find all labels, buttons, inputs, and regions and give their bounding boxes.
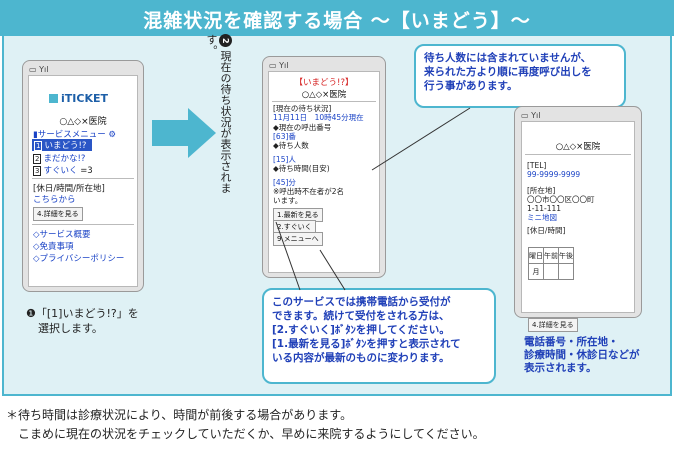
detail-button[interactable]: 4.詳細を見る xyxy=(528,318,578,332)
current-number-label: ◆現在の呼出番号 xyxy=(273,123,332,132)
numkey-2: 2 xyxy=(33,154,42,164)
tel-number[interactable]: 99-9999-9999 xyxy=(527,170,581,179)
holiday-label: [休日/時間/所在地] xyxy=(33,184,105,194)
menu-label-madakana: まだかな!? xyxy=(43,154,86,164)
callout-line: 行う事があります。 xyxy=(424,80,518,92)
phone-screen: 【いまどう!?】 ○△◇×医院 [現在の待ち状況] 11月11日 10時45分現… xyxy=(268,71,380,273)
battery-signal-icon: ▭ Yıl xyxy=(269,61,289,70)
step2-number: 2 xyxy=(219,34,232,47)
title-banner: 混雑状況を確認する場合 〜【いまどう】〜 xyxy=(0,0,674,36)
desc-line: 表示されます。 xyxy=(524,362,597,374)
iticket-logo: iTICKET xyxy=(49,92,108,105)
current-number: [63]番 xyxy=(273,132,296,141)
step2-text: 現在の待ち状況が表示されます。 xyxy=(205,34,232,194)
caption-line: 選択します。 xyxy=(38,322,103,335)
battery-signal-icon: ▭ Yıl xyxy=(521,111,541,120)
banner-title: 混雑状況を確認する場合 〜【いまどう】〜 xyxy=(143,10,531,32)
holiday-link[interactable]: こちらから xyxy=(33,195,76,205)
callout-line: [1.最新を見る]ﾎﾞﾀﾝを押すと表示されて xyxy=(272,338,461,350)
clinic-name: ○△◇×医院 xyxy=(59,117,107,127)
callout-line: [2.すぐいく]ﾎﾞﾀﾝを押してください。 xyxy=(272,324,450,336)
callout-line: このサービスでは携帯電話から受付が xyxy=(272,296,451,308)
waiting-count: [15]人 xyxy=(273,155,296,164)
link-privacy-policy[interactable]: ◇プライバシーポリシー xyxy=(33,254,125,264)
footnote-line: ＊待ち時間は診療状況により、時間が前後する場合があります。 xyxy=(6,408,353,422)
table-cell xyxy=(558,263,574,280)
callout-line: 待ち人数には含まれていませんが、 xyxy=(424,52,592,64)
leader-line xyxy=(371,107,471,171)
table-row: 月 xyxy=(528,263,574,280)
footnote: ＊待ち時間は診療状況により、時間が前後する場合があります。 こまめに現在の状況を… xyxy=(6,406,485,444)
caption-line: ❶「[1]いまどう!?」を xyxy=(26,307,139,320)
absent-note-line2: います。 xyxy=(273,196,303,205)
menu-button[interactable]: 9.メニューへ xyxy=(273,232,323,246)
logo-text: iTICKET xyxy=(61,92,108,105)
logo-mark-icon xyxy=(49,94,58,103)
callout-line: 来られた方より順に再度呼び出しを xyxy=(424,66,592,78)
step1-caption: ❶「[1]いまどう!?」を 選択します。 xyxy=(26,306,139,336)
address-line1: 〇〇市〇〇区〇〇町 xyxy=(527,195,595,204)
numkey-3: 3 xyxy=(33,166,42,176)
divider xyxy=(525,154,631,155)
menu-label-imadou: いまどう!? xyxy=(44,141,87,151)
divider xyxy=(32,178,134,179)
link-disclaimer[interactable]: ◇免責事項 xyxy=(33,242,74,252)
leader-line xyxy=(275,221,301,291)
link-service-overview[interactable]: ◇サービス概要 xyxy=(33,230,91,240)
callout-line: できます。続けて受付をされる方は、 xyxy=(272,310,450,322)
service-menu-link[interactable]: ▮サービスメニュー ⚙ xyxy=(33,130,117,140)
table-row: 曜日 午前 午後 xyxy=(528,247,574,264)
service-menu-label: サービスメニュー xyxy=(37,130,106,140)
tel-label: [TEL] xyxy=(527,161,547,170)
menu-label-suguiku: すぐいく xyxy=(43,166,78,176)
step2-caption: 2 現在の待ち状況が表示されます。 xyxy=(198,34,232,204)
address-label: [所在地] xyxy=(527,186,556,195)
leader-line xyxy=(319,249,346,291)
detail-button[interactable]: 4.詳細を見る xyxy=(33,207,83,221)
wait-time: [45]分 xyxy=(273,178,296,187)
hours-table: 曜日 午前 午後 月 xyxy=(528,247,574,280)
callout-absent-note: 待ち人数には含まれていませんが、 来られた方より順に再度呼び出しを 行う事があり… xyxy=(414,44,626,108)
mini-map-link[interactable]: ミニ地図 xyxy=(527,213,557,222)
desc-line: 電話番号・所在地・ xyxy=(524,336,619,348)
emoji-icon: =3 xyxy=(80,166,93,176)
waiting-label: ◆待ち人数 xyxy=(273,141,309,150)
status-time: 11月11日 10時45分現在 xyxy=(273,113,364,122)
callout-line: いる内容が最新のものに変わります。 xyxy=(272,352,450,364)
callout-buttons-note: このサービスでは携帯電話から受付が できます。続けて受付をされる方は、 [2.す… xyxy=(262,288,496,384)
absent-note-line1: ※呼出時不在者が2名 xyxy=(273,187,345,196)
clinic-name: ○△◇×医院 xyxy=(555,142,601,152)
divider xyxy=(32,224,134,225)
battery-signal-icon: ▭ Yıl xyxy=(29,65,49,74)
flow-arrow-head-icon xyxy=(188,108,216,158)
phone-screen: ○△◇×医院 [TEL] 99-9999-9999 [所在地] 〇〇市〇〇区〇〇… xyxy=(521,121,635,313)
phone-clinic-info-screen: ▭ Yıl ○△◇×医院 [TEL] 99-9999-9999 [所在地] 〇〇… xyxy=(514,106,642,318)
screen-title: 【いまどう!?】 xyxy=(294,78,354,88)
desc-line: 診療時間・休診日などが xyxy=(524,349,640,361)
numkey-1: 1 xyxy=(34,141,43,151)
wait-time-label: ◆待ち時間(目安) xyxy=(273,164,330,173)
divider xyxy=(272,101,376,102)
clinic-name: ○△◇×医院 xyxy=(301,90,347,100)
flow-arrow-icon xyxy=(152,120,190,146)
status-label: [現在の待ち状況] xyxy=(273,104,332,113)
clinic-info-description: 電話番号・所在地・ 診療時間・休診日などが 表示されます。 xyxy=(524,336,640,375)
hours-label: [休日/時間] xyxy=(527,226,566,235)
footnote-line: こまめに現在の状況をチェックしていただくか、早めに来院するようにしてください。 xyxy=(6,427,485,441)
address-line2: 1-11-111 xyxy=(527,204,562,213)
